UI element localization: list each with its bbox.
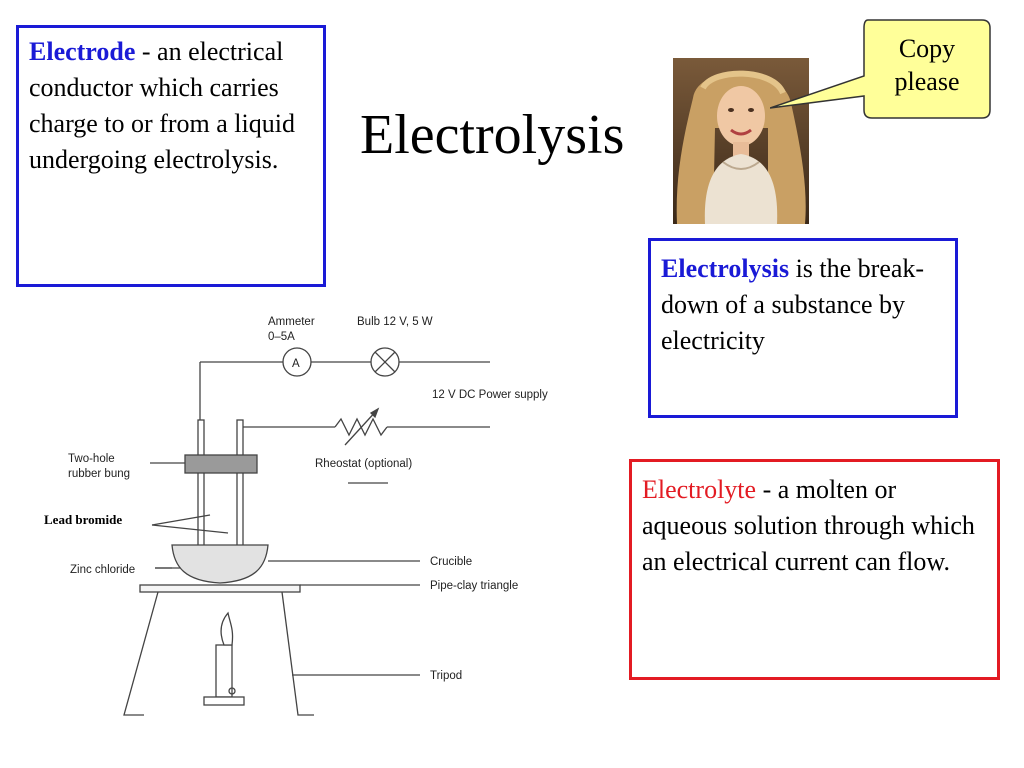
electrode-term: Electrode [29,37,136,66]
speech-callout [769,14,992,120]
power-supply-label: 12 V DC Power supply [432,389,548,401]
bulb-label: Bulb 12 V, 5 W [357,316,433,328]
person-photo [673,58,809,225]
pipe-clay-triangle [139,584,301,593]
tripod [123,591,159,716]
burner [203,611,245,706]
ammeter-symbol-letter: A [292,358,300,370]
electrolysis-term: Electrolysis [661,254,790,283]
bulb-symbol [370,347,400,377]
rubber-bung [184,454,258,474]
crucible [171,544,269,584]
callout-text: Copy please [894,34,960,96]
electrolyte-definition-box: Electrolyte - a molten or aqueous soluti… [629,459,1000,680]
electrolysis-apparatus-diagram: Ammeter 0–5A A Bulb 12 V, 5 W 12 V DC Po… [30,305,600,725]
rheostat-label: Rheostat (optional) [315,458,412,470]
ammeter-symbol [282,347,312,377]
electrode-definition-box: Electrode - an electrical conductor whic… [16,25,326,287]
ammeter-range-label: 0–5A [268,331,295,343]
tripod-label: Tripod [430,670,462,682]
pipe-clay-label: Pipe-clay triangle [430,580,518,592]
right-electrode [236,419,244,566]
electrolyte-definition: - a molten or aqueous solution through w… [642,475,975,576]
electrolysis-definition: is the break-down of a substance by elec… [661,254,925,355]
zinc-chloride-label: Zinc chloride [70,564,135,576]
ammeter-label: Ammeter [268,316,315,328]
electrolyte-term: Electrolyte [642,475,757,504]
crucible-label: Crucible [430,556,472,568]
electrode-definition: - an electrical conductor which carries … [29,37,295,174]
bung-label-line2: rubber bung [68,468,130,480]
bung-label-line1: Two-hole [68,453,115,465]
slide-title: Electrolysis [360,104,625,166]
lead-bromide-label: Lead bromide [44,512,122,527]
left-electrode [197,419,205,566]
electrolysis-definition-box: Electrolysis is the break-down of a subs… [648,238,958,418]
